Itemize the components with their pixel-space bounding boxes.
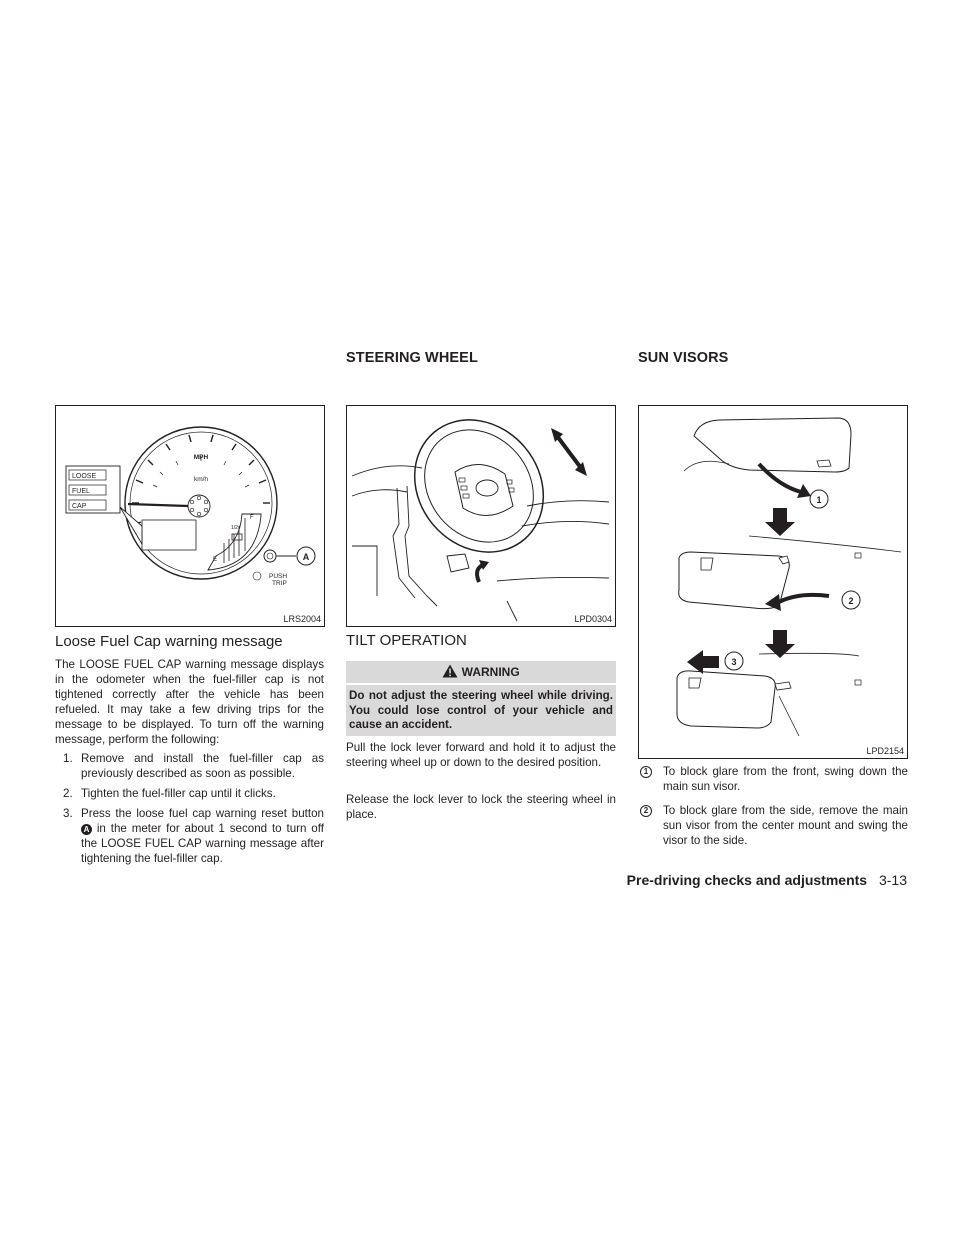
figure-code: LRS2004 <box>283 614 321 624</box>
fuel-full-label: F <box>250 515 254 521</box>
warning-header: WARNING <box>346 661 616 683</box>
callout-2: 2 <box>848 596 853 606</box>
list-item: 1 To block glare from the front, swing d… <box>638 764 908 794</box>
list-item: 1.Remove and install the fuel-filler cap… <box>63 752 324 780</box>
tilt-operation-subheading: TILT OPERATION <box>346 632 467 649</box>
fuel-cap-subheading: Loose Fuel Cap warning message <box>55 633 283 650</box>
fuel-cap-steps: 1.Remove and install the fuel-filler cap… <box>55 751 324 871</box>
marker-a-icon: A <box>81 824 92 835</box>
trip-label: TRIP <box>272 580 287 587</box>
push-label: PUSH <box>269 573 287 580</box>
fuel-label: FUEL <box>72 488 90 495</box>
warning-triangle-icon <box>442 664 461 679</box>
warning-box: WARNING Do not adjust the steering wheel… <box>346 661 616 736</box>
marker-2-icon: 2 <box>640 805 652 817</box>
sun-visor-figure: 1 2 3 LPD2154 <box>638 405 908 759</box>
figure-code: LPD2154 <box>866 746 904 756</box>
list-item: 3.Press the loose fuel cap warning reset… <box>63 807 324 865</box>
callout-a-label: A <box>303 552 310 562</box>
warning-label: WARNING <box>461 665 520 679</box>
sun-visor-illustration: 1 2 3 <box>676 417 902 737</box>
tilt-paragraph-2: Release the lock lever to lock the steer… <box>346 793 616 821</box>
callout-3: 3 <box>731 657 736 667</box>
page-number: 3-13 <box>878 872 907 888</box>
list-item: 2.Tighten the fuel-filler cap until it c… <box>63 787 276 800</box>
loose-label: LOOSE <box>72 473 96 480</box>
speedometer-illustration: MPH km/h LOOSE FUEL CAP F 1/2 E <box>65 426 316 587</box>
steering-figure: LPD0304 <box>346 405 616 627</box>
list-item: 2 To block glare from the side, remove t… <box>638 803 908 848</box>
figure-code: LPD0304 <box>574 614 612 624</box>
fuel-cap-figure: MPH km/h LOOSE FUEL CAP F 1/2 E <box>55 405 325 627</box>
marker-1-icon: 1 <box>640 766 652 778</box>
kmh-label: km/h <box>194 476 208 483</box>
steering-wheel-illustration <box>351 419 610 622</box>
cap-label: CAP <box>72 503 87 510</box>
fuel-half-label: 1/2 <box>231 525 238 531</box>
fuel-cap-intro: The LOOSE FUEL CAP warning message displ… <box>55 658 324 746</box>
page-footer: Pre-driving checks and adjustments 3-13 <box>627 872 907 888</box>
tilt-paragraph-1: Pull the lock lever forward and hold it … <box>346 741 616 769</box>
steering-wheel-heading: STEERING WHEEL <box>346 350 478 366</box>
warning-text: Do not adjust the steering wheel while d… <box>346 685 616 736</box>
footer-section-title: Pre-driving checks and adjustments <box>626 872 868 888</box>
mph-label: MPH <box>194 454 209 461</box>
callout-1: 1 <box>816 495 821 505</box>
sun-visors-heading: SUN VISORS <box>638 350 729 366</box>
fuel-empty-label: E <box>213 557 217 563</box>
